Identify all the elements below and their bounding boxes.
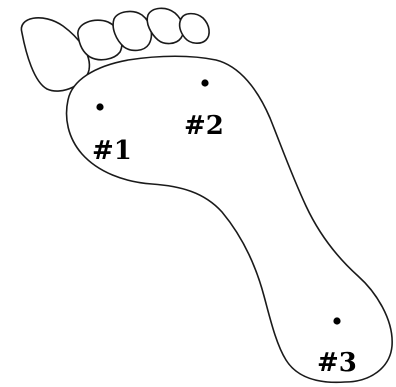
point-2-dot: [201, 79, 208, 86]
point-1-label: #1: [92, 136, 132, 166]
point-1-dot: [96, 103, 103, 110]
point-3-label: #3: [317, 348, 357, 378]
fourth-toe: [147, 8, 183, 43]
sole-outline: [67, 56, 393, 382]
point-3-dot: [333, 317, 340, 324]
point-2-label: #2: [184, 111, 224, 141]
fifth-toe: [180, 14, 210, 44]
